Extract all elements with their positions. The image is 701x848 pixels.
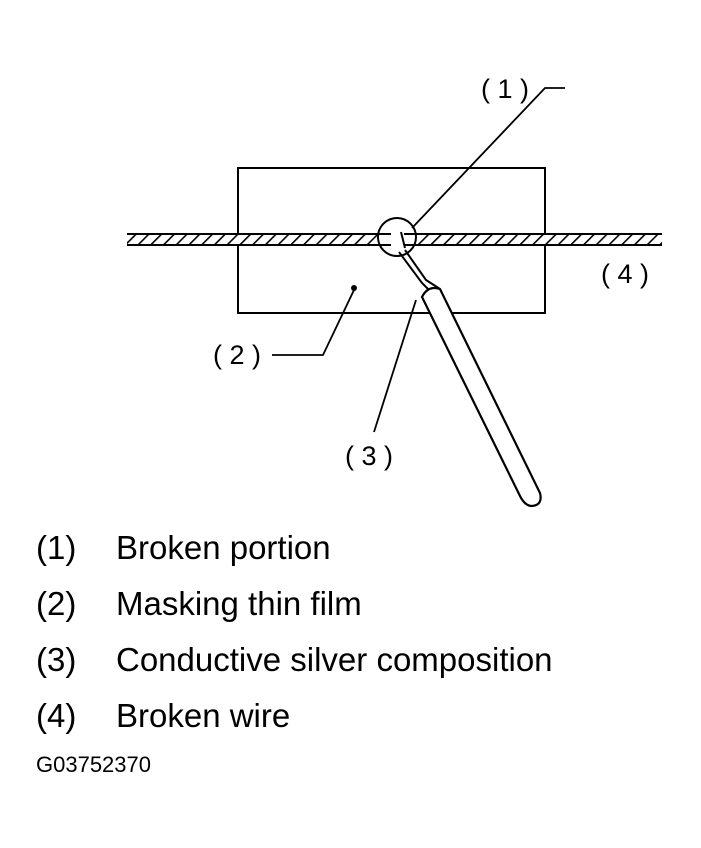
callout-4: ( 4 ) — [601, 259, 649, 289]
callout-2: ( 2 ) — [213, 340, 261, 370]
legend-label: Conductive silver composition — [116, 641, 553, 678]
legend-item: (3) Conductive silver composition — [36, 632, 676, 688]
broken-portion-circle — [377, 217, 417, 257]
legend-label: Masking thin film — [116, 585, 362, 622]
legend-number: (3) — [36, 641, 77, 678]
callout-1: ( 1 ) — [481, 74, 529, 104]
legend-number: (2) — [36, 585, 77, 622]
film-dot — [351, 285, 357, 291]
leader-line-1 — [411, 87, 565, 229]
callout-3: ( 3 ) — [345, 441, 393, 471]
leader-line-2 — [272, 289, 355, 356]
leader-line-3 — [373, 299, 417, 433]
legend-item: (4) Broken wire — [36, 688, 676, 744]
figure-code: G03752370 — [36, 752, 151, 777]
legend-label: Broken portion — [116, 529, 331, 566]
repair-diagram: ( 1 ) ( 2 ) ( 3 ) ( 4 ) — [127, 74, 662, 508]
legend: (1) Broken portion (2) Masking thin film… — [36, 520, 676, 744]
legend-item: (1) Broken portion — [36, 520, 676, 576]
legend-item: (2) Masking thin film — [36, 576, 676, 632]
legend-label: Broken wire — [116, 697, 291, 734]
legend-number: (4) — [36, 697, 77, 734]
silver-applicator — [398, 249, 542, 508]
legend-number: (1) — [36, 529, 77, 566]
